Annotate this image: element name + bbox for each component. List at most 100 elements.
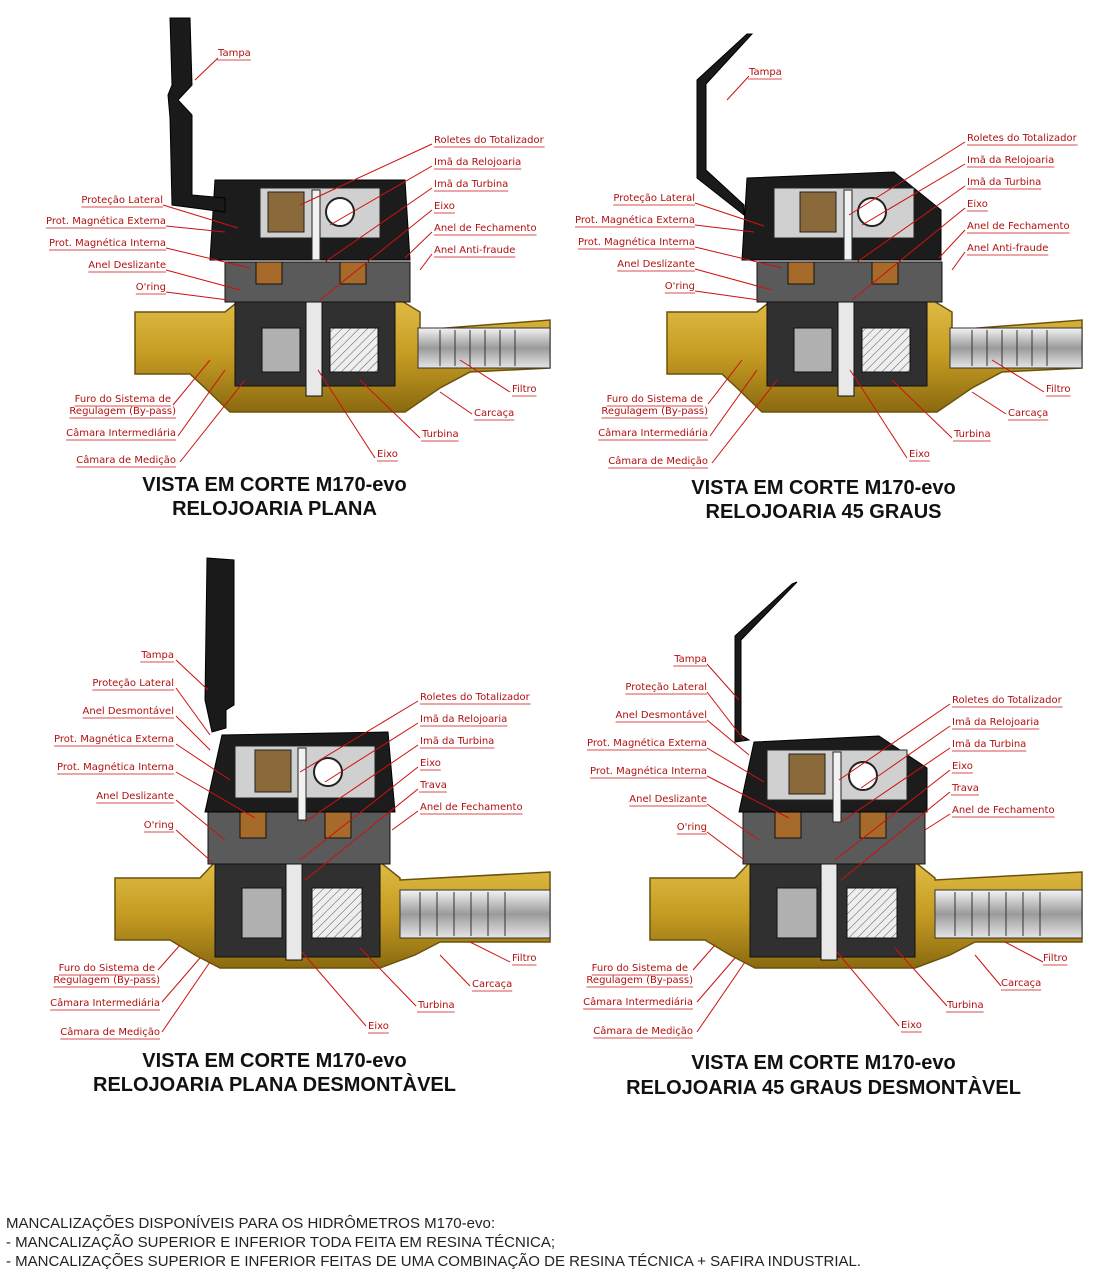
label-ima-turbina: Imã da Turbina <box>952 739 1026 750</box>
filtro-part <box>949 327 1083 369</box>
caption-line2: RELOJOARIA PLANA <box>172 498 377 520</box>
label-prot-magnetica-interna: Prot. Magnética Interna <box>590 765 707 777</box>
leader-lines <box>157 659 511 1033</box>
caption-line2: RELOJOARIA PLANA DESMONTÀVEL <box>93 1074 456 1096</box>
label-furo-bypass-2: Regulagem (By-pass) <box>53 975 160 986</box>
label-roletes-totalizador: Roletes do Totalizador <box>420 692 531 703</box>
label-eixo-bottom: Eixo <box>368 1021 389 1032</box>
label-prot-magnetica-interna: Prot. Magnética Interna <box>578 236 695 248</box>
label-furo-bypass-1: Furo do Sistema de <box>75 394 171 405</box>
caption-line1: VISTA EM CORTE M170-evo <box>142 474 407 496</box>
label-camara-intermediaria: Câmara Intermediária <box>66 427 176 439</box>
panel-relojoaria-plana: Tampa Proteção Lateral Prot. Magnética E… <box>0 0 551 570</box>
label-oring: O'ring <box>677 822 707 833</box>
label-prot-magnetica-interna: Prot. Magnética Interna <box>57 761 174 773</box>
label-tampa: Tampa <box>673 654 707 665</box>
label-eixo-bottom: Eixo <box>909 449 930 460</box>
notes-heading: MANCALIZAÇÕES DISPONÍVEIS PARA OS HIDRÔM… <box>6 1215 496 1232</box>
label-camara-medicao: Câmara de Medição <box>76 454 176 466</box>
label-eixo-top: Eixo <box>420 758 441 769</box>
label-camara-medicao: Câmara de Medição <box>608 455 708 467</box>
label-tampa: Tampa <box>217 48 251 59</box>
label-furo-bypass-2: Regulagem (By-pass) <box>586 975 693 986</box>
label-oring: O'ring <box>136 282 166 293</box>
leader-lines <box>162 57 511 463</box>
label-anel-deslizante: Anel Deslizante <box>629 794 707 805</box>
label-ima-turbina: Imã da Turbina <box>967 177 1041 188</box>
label-ima-relojoaria: Imã da Relojoaria <box>420 714 507 725</box>
label-furo-bypass-1: Furo do Sistema de <box>592 963 688 974</box>
caption-line1: VISTA EM CORTE M170-evo <box>691 1052 956 1074</box>
label-filtro: Filtro <box>512 384 537 395</box>
label-oring: O'ring <box>144 820 174 831</box>
tampa-lid <box>204 557 235 733</box>
label-ima-relojoaria: Imã da Relojoaria <box>434 157 521 168</box>
label-anel-desmontavel: Anel Desmontável <box>616 709 707 721</box>
label-eixo-bottom: Eixo <box>901 1020 922 1031</box>
label-camara-medicao: Câmara de Medição <box>593 1025 693 1037</box>
filtro-part <box>399 889 551 939</box>
label-camara-intermediaria: Câmara Intermediária <box>50 997 160 1009</box>
panel-relojoaria-45-graus-desmontavel: Tampa Proteção Lateral Anel Desmontável … <box>549 550 1098 1120</box>
label-roletes-totalizador: Roletes do Totalizador <box>952 695 1063 706</box>
caption-line2: RELOJOARIA 45 GRAUS <box>705 501 942 523</box>
label-filtro: Filtro <box>1043 953 1068 964</box>
label-oring: O'ring <box>665 281 695 292</box>
tampa-lid <box>696 33 754 217</box>
label-camara-intermediaria: Câmara Intermediária <box>598 427 708 439</box>
label-trava: Trava <box>419 780 447 791</box>
label-filtro: Filtro <box>1046 384 1071 395</box>
label-anel-fechamento: Anel de Fechamento <box>420 802 523 813</box>
label-tampa: Tampa <box>140 650 174 661</box>
label-eixo-top: Eixo <box>434 201 455 212</box>
label-protecao-lateral: Proteção Lateral <box>92 678 174 689</box>
panel-relojoaria-45-graus: Tampa Proteção Lateral Prot. Magnética E… <box>549 0 1098 570</box>
label-eixo-top: Eixo <box>952 761 973 772</box>
label-prot-magnetica-externa: Prot. Magnética Externa <box>54 733 174 745</box>
caption-line1: VISTA EM CORTE M170-evo <box>691 477 956 499</box>
label-anel-antifraude: Anel Anti-fraude <box>434 245 515 256</box>
notes-item-1: - MANCALIZAÇÃO SUPERIOR E INFERIOR TODA … <box>6 1234 555 1251</box>
filtro-part <box>417 327 551 369</box>
label-carcaca: Carcaça <box>474 408 514 419</box>
leader-lines <box>692 663 1044 1033</box>
cutaway-diagram-45: Tampa Proteção Lateral Prot. Magnética E… <box>575 33 1083 469</box>
label-ima-turbina: Imã da Turbina <box>420 736 494 747</box>
label-turbina: Turbina <box>421 429 459 440</box>
label-prot-magnetica-interna: Prot. Magnética Interna <box>49 237 166 249</box>
label-ima-relojoaria: Imã da Relojoaria <box>952 717 1039 728</box>
label-prot-magnetica-externa: Prot. Magnética Externa <box>575 214 695 226</box>
label-furo-bypass-1: Furo do Sistema de <box>59 963 155 974</box>
label-prot-magnetica-externa: Prot. Magnética Externa <box>587 737 707 749</box>
mancalizacoes-notes: MANCALIZAÇÕES DISPONÍVEIS PARA OS HIDRÔM… <box>6 1214 1096 1271</box>
label-ima-relojoaria: Imã da Relojoaria <box>967 155 1054 166</box>
notes-item-2: - MANCALIZAÇÕES SUPERIOR E INFERIOR FEIT… <box>6 1253 862 1270</box>
label-anel-desmontavel: Anel Desmontável <box>83 705 174 717</box>
panel-relojoaria-plana-desmontavel: Tampa Proteção Lateral Anel Desmontável … <box>0 550 551 1120</box>
tampa-lid <box>734 581 798 743</box>
label-furo-bypass-2: Regulagem (By-pass) <box>69 406 176 417</box>
label-roletes-totalizador: Roletes do Totalizador <box>967 133 1078 144</box>
leader-lines <box>694 75 1045 464</box>
caption-line2: RELOJOARIA 45 GRAUS DESMONTÀVEL <box>626 1077 1021 1099</box>
label-furo-bypass-2: Regulagem (By-pass) <box>601 406 708 417</box>
label-carcaca: Carcaça <box>1001 978 1041 989</box>
cutaway-diagram-45-desmontavel: Tampa Proteção Lateral Anel Desmontável … <box>583 581 1083 1039</box>
label-anel-antifraude: Anel Anti-fraude <box>967 243 1048 254</box>
filtro-part <box>934 889 1083 939</box>
label-eixo-bottom: Eixo <box>377 449 398 460</box>
label-turbina: Turbina <box>953 429 991 440</box>
label-filtro: Filtro <box>512 953 537 964</box>
label-anel-fechamento: Anel de Fechamento <box>952 805 1055 816</box>
label-protecao-lateral: Proteção Lateral <box>613 193 695 204</box>
tampa-lid <box>167 17 226 213</box>
label-protecao-lateral: Proteção Lateral <box>625 682 707 693</box>
label-camara-medicao: Câmara de Medição <box>60 1026 160 1038</box>
label-anel-fechamento: Anel de Fechamento <box>967 221 1070 232</box>
cutaway-diagram-plana: Tampa Proteção Lateral Prot. Magnética E… <box>46 17 551 468</box>
label-anel-deslizante: Anel Deslizante <box>617 259 695 270</box>
label-tampa: Tampa <box>748 67 782 78</box>
label-roletes-totalizador: Roletes do Totalizador <box>434 135 545 146</box>
label-anel-deslizante: Anel Deslizante <box>88 260 166 271</box>
label-protecao-lateral: Proteção Lateral <box>81 195 163 206</box>
